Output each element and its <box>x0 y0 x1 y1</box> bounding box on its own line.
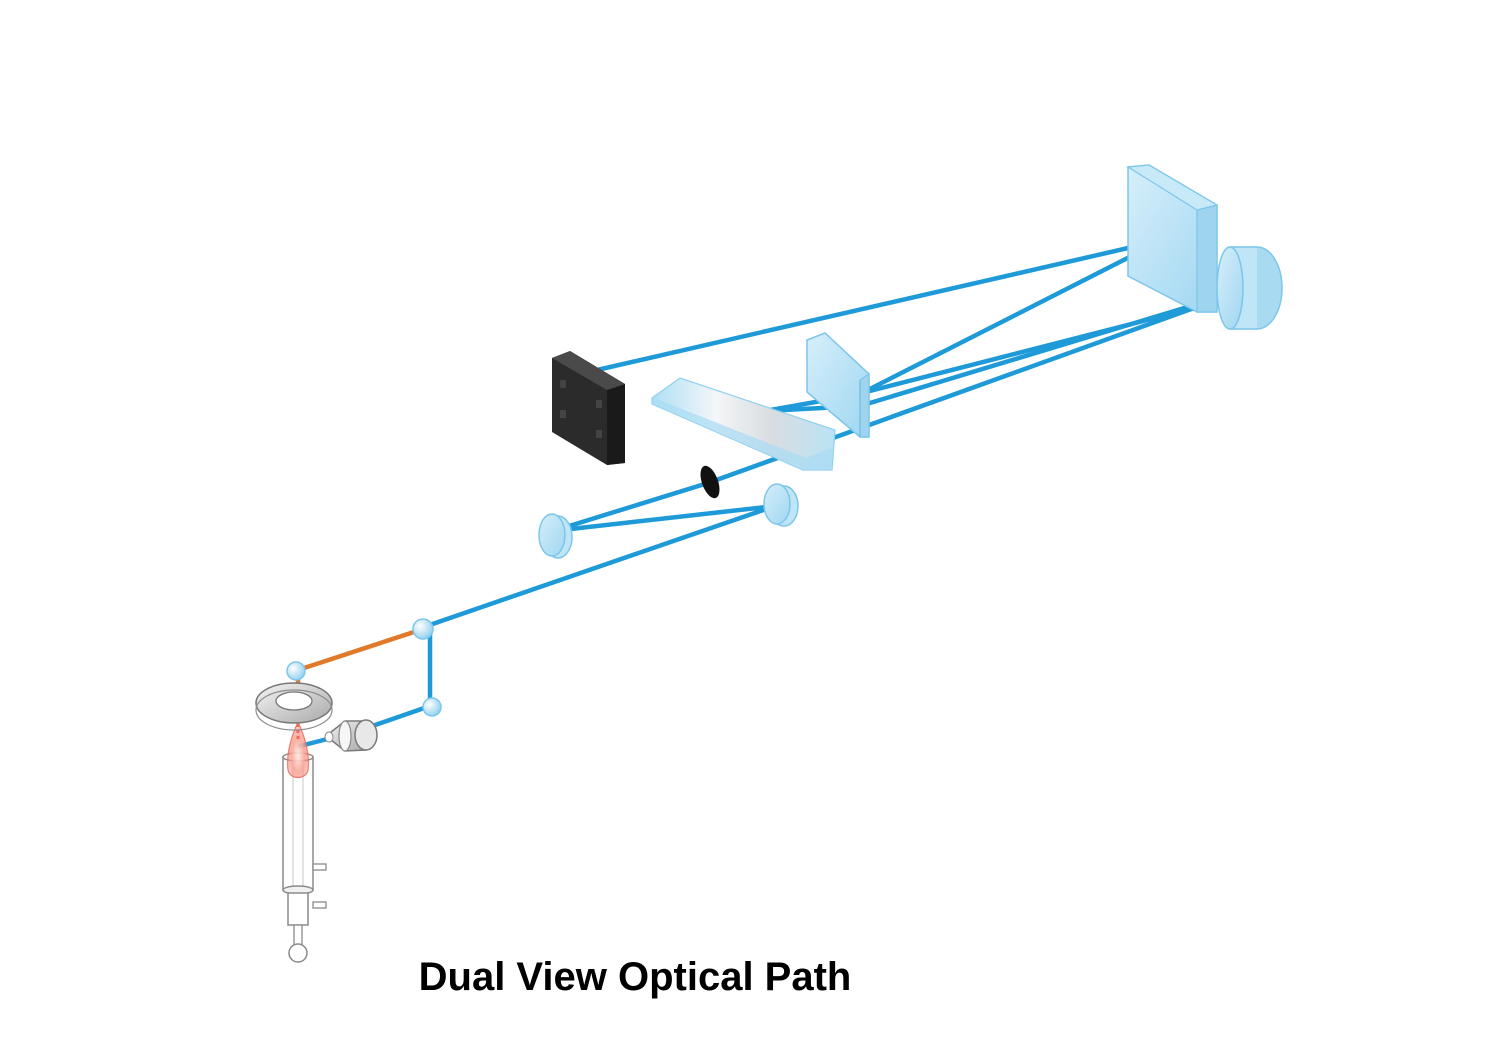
toroidal-mirror-icon <box>763 483 799 527</box>
axial-beam <box>295 627 423 673</box>
camera-to-detector-beam <box>594 237 1166 373</box>
interface-cone-icon <box>324 719 378 752</box>
to-slit-beam <box>550 480 711 534</box>
diagram-caption: Dual View Optical Path <box>418 955 852 999</box>
echelle-grating-icon <box>651 377 836 471</box>
prism-to-camera-beam <box>859 237 1166 396</box>
camera-to-collimator-return <box>859 304 1201 396</box>
ring-aperture-icon <box>255 682 333 731</box>
camera-mirror-icon <box>1126 164 1219 313</box>
toroidal-mirror-icon <box>538 513 573 559</box>
torch-icon <box>282 752 327 963</box>
transfer-mirror-icon <box>412 618 434 640</box>
collimator-to-prism-beam <box>857 287 1247 409</box>
prism-icon <box>806 332 870 438</box>
transfer-mirror-icon <box>422 697 442 717</box>
plasma-icon <box>287 706 309 779</box>
detector-icon <box>552 351 625 465</box>
fold-beam <box>550 503 778 534</box>
entrance-slit-icon <box>700 465 720 499</box>
collimator-mirror-icon <box>1216 246 1283 330</box>
main-beam <box>418 503 778 631</box>
transfer-mirror-icon <box>286 661 306 681</box>
